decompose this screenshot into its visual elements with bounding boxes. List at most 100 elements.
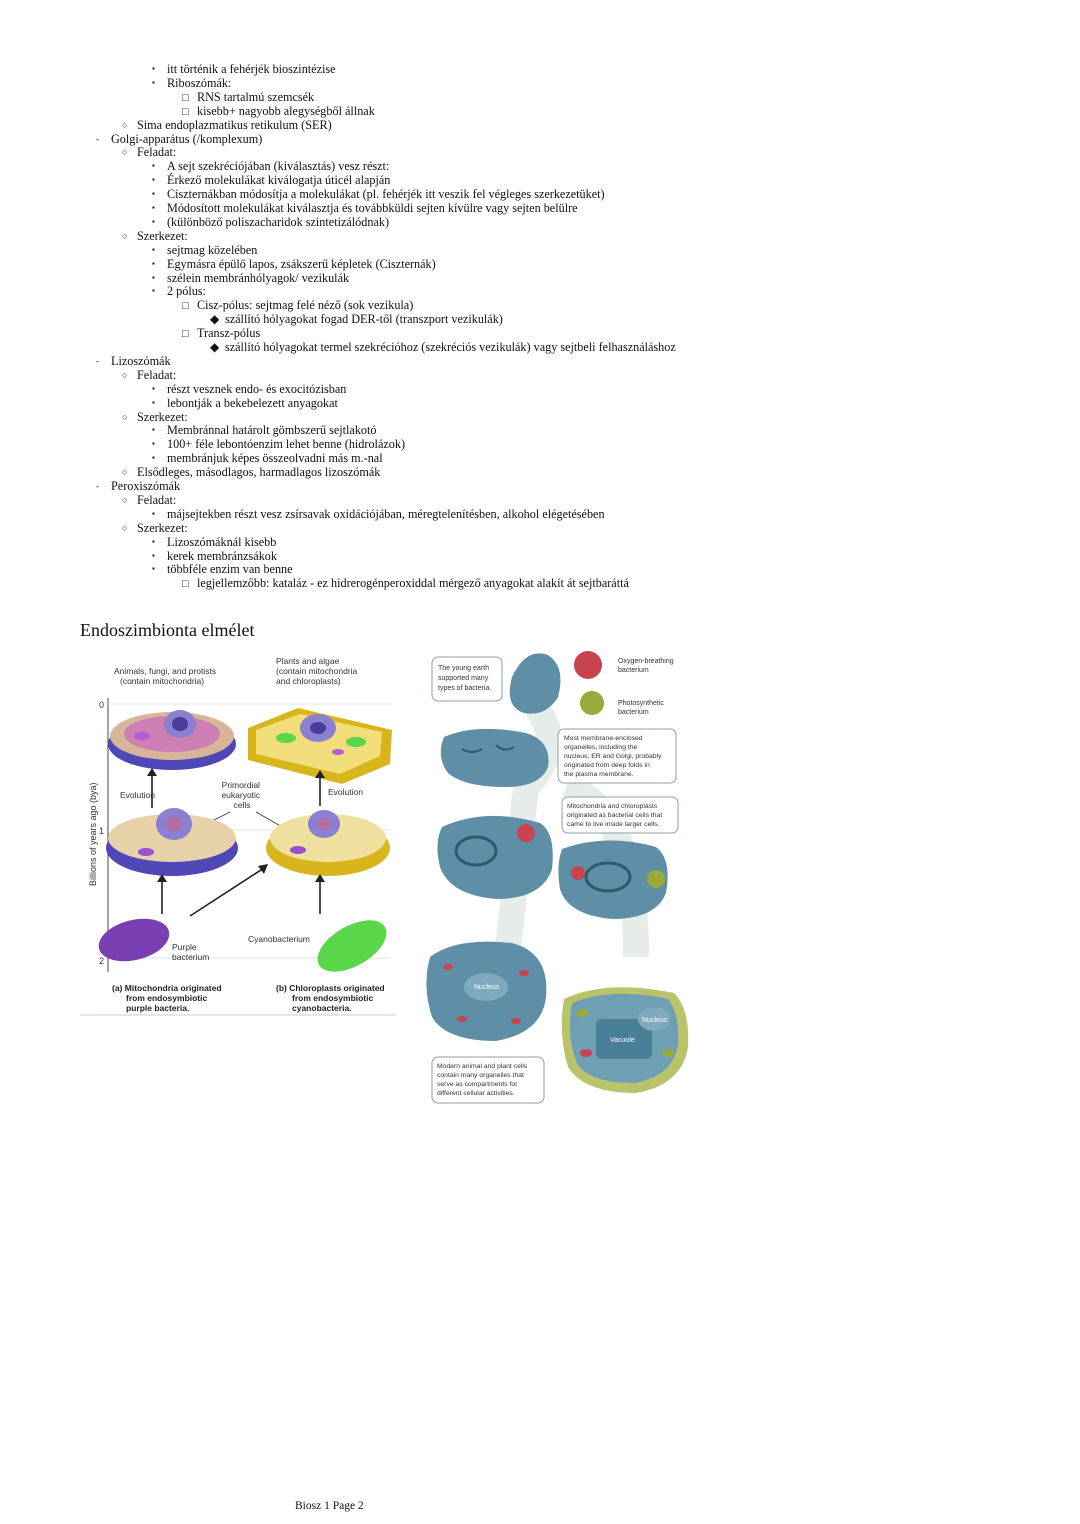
vacuole-label: Vacuole (610, 1037, 635, 1044)
outline-text: Riboszómák: (167, 75, 232, 90)
outline-line: ▪kerek membránzsákok (152, 549, 277, 563)
photosynthetic-bacterium-illustration (580, 691, 604, 715)
outline-text: lebontják a bekebelezett anyagokat (167, 395, 338, 410)
outline-line: ○Elsődleges, másodlagos, harmadlagos liz… (122, 465, 380, 479)
bullet-icon: ▪ (152, 439, 155, 449)
bullet-icon: - (96, 133, 99, 144)
bullet-icon: ▪ (152, 272, 155, 282)
outline-line: ▪Riboszómák: (152, 76, 231, 90)
outline-line: ○Szerkezet: (122, 229, 188, 243)
axis-label: Billions of years ago (bya) (88, 782, 98, 886)
bullet-icon: ▪ (152, 425, 155, 435)
bullet-icon: ▪ (152, 564, 155, 574)
outline-text: membránjuk képes összeolvadni más m.-nal (167, 451, 383, 466)
outline-line: - Golgi-apparátus (/komplexum) (96, 132, 262, 146)
outline-text: többféle enzim van benne (167, 562, 293, 577)
outline-line: ▪ többféle enzim van benne (152, 562, 293, 576)
outline-text: Feladat: (137, 145, 177, 160)
outline-text: Módosított molekulákat kiválasztja és to… (167, 201, 578, 215)
outline-line: ▪ membránjuk képes összeolvadni más m.-na… (152, 451, 383, 465)
outline-line: ▪A sejt szekréciójában (kiválasztás) ves… (152, 159, 389, 173)
oxygen-label: Oxygen-breathing bacterium (618, 658, 676, 674)
bullet-icon: ○ (122, 369, 128, 380)
cyanobacterium-illustration (317, 920, 387, 972)
outline-line: ▪Membránnal határolt gömbszerű sejtlakot… (152, 423, 377, 437)
outline-text: kerek membránzsákok (167, 548, 277, 563)
endosymbiosis-timeline-figure: 0 1 2 Billions of years ago (bya) Animal… (80, 652, 400, 1018)
primordial-label: Primordial eukaryotic cells (221, 780, 262, 810)
outline-line: ◆szállító hólyagokat termel szekrécióhoz… (210, 340, 676, 354)
callout-mitochondria (561, 796, 679, 834)
outline-text: sejtmag közelében (167, 242, 258, 257)
outline-line: ▪Módosított molekulákat kiválasztja és t… (152, 201, 578, 215)
outline-text: Golgi-apparátus (/komplexum) (111, 131, 263, 146)
bullet-icon: - (96, 481, 99, 491)
outline-line: ▪májsejtekben részt vesz zsírsavak oxidá… (152, 507, 605, 521)
callout-modern (431, 1056, 545, 1104)
bullet-icon: ▪ (152, 453, 155, 463)
outline-line: □ Cisz-pólus: sejtmag felé néző (sok vezi… (182, 298, 413, 313)
outline-text: 2 pólus: (167, 284, 206, 299)
callout-membrane (557, 728, 677, 784)
outline-line: ▪lebontják a bekebelezett anyagokat (152, 396, 338, 410)
callout-mitochondria-text: Mitochondria and chloroplasts originated… (567, 803, 664, 828)
evolution-left-label: Evolution (120, 790, 155, 800)
outline-line: ▪ Lizoszómáknál kisebb (152, 535, 276, 549)
outline-line: ○Szerkezet: (122, 410, 188, 424)
outline-text: Transz-pólus (197, 326, 261, 341)
outline-line: ○Feladat: (122, 145, 176, 159)
nucleus-label-animal: Nucleus (474, 984, 500, 991)
outline-text: Cisz-pólus: sejtmag felé néző (sok vezik… (197, 298, 414, 313)
page-footer: Biosz 1 Page 2 (295, 1500, 364, 1512)
bullet-icon: ▪ (152, 536, 155, 546)
bullet-icon: □ (182, 328, 189, 341)
bullet-icon: ▪ (152, 258, 155, 268)
bullet-icon: ▪ (152, 216, 155, 226)
bullet-icon: ◆ (210, 340, 220, 354)
label-animals: Animals, fungi, and protists (contain mi… (114, 666, 218, 686)
plant-cell-illustration (248, 708, 392, 784)
bullet-icon: ○ (122, 522, 128, 533)
outline-line: ▪Ciszternákban módosítja a molekulákat (… (152, 187, 605, 201)
modern-animal-cell-illustration: Nucleus (426, 941, 547, 1041)
tick-0: 0 (99, 700, 104, 710)
outline-line: ▪ részt vesznek endo- és exocitózisban (152, 382, 346, 396)
outline-text: Lizoszómáknál kisebb (167, 534, 277, 549)
outline-text: legjellemzőbb: kataláz - ez hidrerogénpe… (197, 576, 629, 591)
outline-text: szállító hólyagokat fogad DER-től (trans… (225, 312, 503, 327)
outline-text: Feladat: (137, 367, 177, 382)
bullet-icon: ◆ (210, 312, 220, 327)
bullet-icon: ○ (122, 467, 128, 478)
bullet-icon: ▪ (152, 508, 155, 518)
outline-text: kisebb+ nagyobb alegységből állnak (197, 103, 375, 118)
ancestral-cell-illustration (509, 653, 561, 714)
outline-line: ○ Feladat: (122, 368, 176, 382)
outline-text: A sejt szekréciójában (kiválasztás) vesz… (167, 159, 390, 174)
outline-line: ▪szélein membránhólyagok/ vezikulák (152, 271, 349, 285)
bullet-icon: □ (182, 91, 189, 104)
outline-line: ▪ sejtmag közelében (152, 243, 257, 257)
outline-text: Szerkezet: (137, 228, 188, 243)
bullet-icon: □ (182, 300, 189, 313)
bullet-icon: ▪ (152, 64, 155, 73)
outline-text: Érkező molekulákat kiválogatja úticél al… (167, 173, 391, 188)
bullet-icon: ○ (122, 119, 128, 130)
outline-line: ○Feladat: (122, 493, 176, 507)
outline-line: ▪ Egymásra épülő lapos, zsákszerű képlete… (152, 257, 436, 271)
photo-label: Photosynthetic bacterium (618, 700, 666, 716)
outline-line: ▪100+ féle lebontóenzim lehet benne (hid… (152, 437, 405, 451)
bullet-icon: ○ (122, 494, 128, 505)
bullet-icon: □ (182, 578, 189, 591)
bullet-icon: ▪ (152, 189, 155, 199)
outline-text: részt vesznek endo- és exocitózisban (167, 381, 347, 396)
tick-2: 2 (99, 956, 104, 966)
bullet-icon: ▪ (152, 383, 155, 393)
bullet-icon: □ (182, 105, 189, 118)
outline-text: Egymásra épülő lapos, zsákszerű képletek… (167, 256, 436, 271)
bullet-icon: ○ (122, 411, 128, 422)
purple-label: Purple bacterium (172, 942, 209, 962)
outline-line: ▪(különböző poliszacharidok szintetizáló… (152, 215, 389, 229)
section-title: Endoszimbionta elmélet (80, 620, 255, 640)
bullet-icon: ▪ (152, 244, 155, 254)
bullet-icon: ▪ (152, 286, 155, 296)
